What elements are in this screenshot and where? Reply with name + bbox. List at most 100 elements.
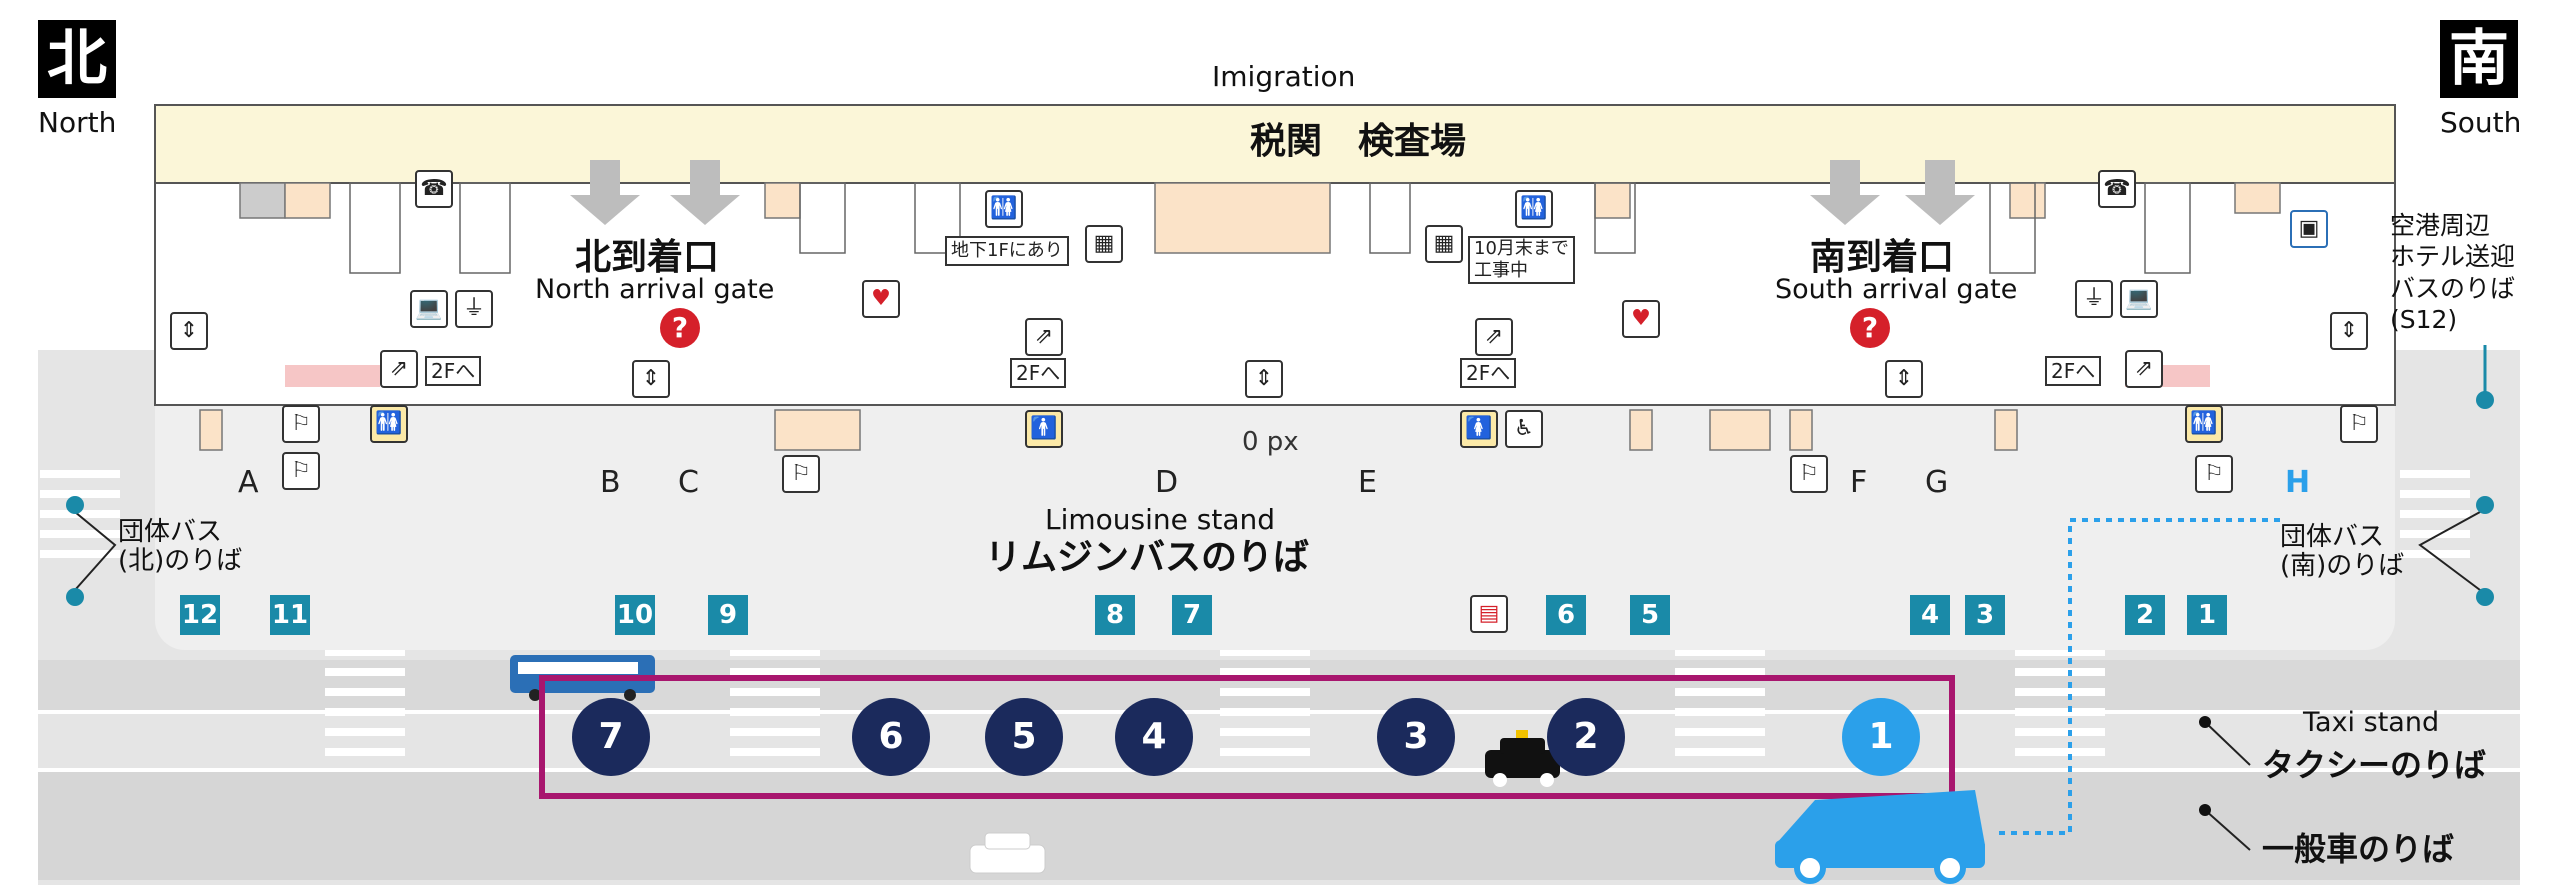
north-compass-glyph: 北: [38, 20, 116, 98]
north-arrival-gate-jp: 北到着口: [575, 237, 720, 278]
exit-b: B: [600, 465, 621, 500]
hotel-shuttle-label: 空港周辺 ホテル送迎 バスのりば (S12): [2390, 211, 2516, 334]
b1-restroom-note: 地下1Fにあり: [945, 236, 1069, 266]
bus-stop-12: 12: [180, 595, 220, 635]
escalator-icon: ⇗: [380, 350, 418, 388]
bus-stop-10: 10: [615, 595, 655, 635]
exit-f: F: [1850, 465, 1868, 500]
car-legend: 一般車のりば: [2262, 830, 2455, 868]
south-label: South: [2440, 106, 2522, 139]
exit-a: A: [238, 465, 259, 500]
bus-stop-1: 1: [2187, 595, 2227, 635]
smoking-icon: ⚐: [282, 405, 320, 443]
elevator-icon: ⇕: [2330, 312, 2368, 350]
to-2f-note: 2Fへ: [425, 356, 482, 386]
escalator-icon: ⇗: [2125, 350, 2163, 388]
escalator-icon: ⇗: [1475, 318, 1513, 356]
exit-e: E: [1358, 465, 1377, 500]
taxi-stand-3: 3: [1377, 698, 1455, 776]
immigration-label: Imigration: [1212, 60, 1356, 93]
plug-icon: ⏚: [2075, 280, 2113, 318]
north-label: North: [38, 106, 117, 139]
smoking-icon: ⚐: [782, 455, 820, 493]
group-bus-south-pointer: [2418, 511, 2481, 591]
car-legend-pointer: [2204, 809, 2251, 851]
bus-stop-11: 11: [270, 595, 310, 635]
car-icon: [969, 832, 1046, 874]
shuttle-van-icon: [1775, 790, 1985, 884]
aed-icon: ♥: [862, 280, 900, 318]
limousine-jp: リムジンバスのりば: [985, 537, 1310, 578]
bus-stop-3: 3: [1965, 595, 2005, 635]
locker-icon: ▦: [1425, 225, 1463, 263]
south-arrival-gate-jp: 南到着口: [1810, 237, 1955, 278]
legend-dot: [2199, 804, 2211, 816]
legend-dot: [2199, 716, 2211, 728]
phone-icon: ☎: [415, 170, 453, 208]
taxi-stand-4: 4: [1115, 698, 1193, 776]
restroom-icon: 🚻: [370, 405, 408, 443]
exit-g: G: [1925, 465, 1949, 500]
to-2f-note: 2Fへ: [2045, 356, 2102, 386]
stairs: [349, 182, 2191, 274]
restroom-icon: 🚹: [1025, 410, 1063, 448]
group-bus-south: 団体バス (南)のりば: [2280, 522, 2405, 581]
group-bus-north-pointer: [74, 511, 117, 591]
taxi-legend-pointer: [2204, 721, 2251, 766]
arrival-arrows: [570, 160, 1975, 225]
escalator-icon: ⇗: [1025, 318, 1063, 356]
bus-stop-7: 7: [1172, 595, 1212, 635]
pc-icon: 💻: [410, 290, 448, 328]
elevator-icon: ⇕: [1245, 360, 1283, 398]
road-lane-2: [38, 770, 2520, 880]
south-compass-glyph: 南: [2440, 20, 2518, 98]
to-2f-note: 2Fへ: [1460, 358, 1517, 388]
exit-h: H: [2285, 465, 2311, 500]
group-bus-north: 団体バス (北)のりば: [118, 517, 243, 576]
phone-icon: ☎: [2098, 170, 2136, 208]
taxi-car-icon: [1485, 730, 1560, 787]
bus-stop-8: 8: [1095, 595, 1135, 635]
bus-stop-9: 9: [708, 595, 748, 635]
bus-stop-2: 2: [2125, 595, 2165, 635]
info-icon: ?: [1850, 308, 1890, 348]
taxi-stand-frame: [539, 675, 1955, 799]
taxi-legend-en: Taxi stand: [2303, 707, 2440, 738]
exit-d: D: [1155, 465, 1179, 500]
building-shops: [199, 182, 2281, 451]
crosswalks: [40, 470, 2470, 756]
plug-icon: ⏚: [455, 290, 493, 328]
locker-icon: ▦: [1085, 225, 1123, 263]
south-arrival-gate-en: South arrival gate: [1775, 274, 2018, 305]
limousine-en: Limousine stand: [1045, 503, 1276, 536]
elevator-icon: ⇕: [1885, 360, 1923, 398]
pc-icon: 💻: [2120, 280, 2158, 318]
bus-stop-pins: [66, 391, 2494, 606]
restroom-icon: 🚻: [985, 190, 1023, 228]
taxi-stand-6: 6: [852, 698, 930, 776]
taxi-legend-jp: タクシーのりば: [2262, 746, 2487, 784]
bus-stop-4: 4: [1910, 595, 1950, 635]
smoking-icon: ⚐: [2340, 405, 2378, 443]
customs-label: 税関 検査場: [1250, 121, 1467, 162]
bus-stop-6: 6: [1546, 595, 1586, 635]
bus-icon: [510, 655, 655, 701]
north-arrival-gate-en: North arrival gate: [535, 274, 775, 305]
exit-c: C: [678, 465, 699, 500]
closed-note: 10月末まで 工事中: [1468, 236, 1575, 284]
smoking-icon: ⚐: [282, 452, 320, 490]
aed-icon: ♥: [1622, 300, 1660, 338]
restroom-icon: 🚻: [1515, 190, 1553, 228]
elevator-icon: ⇕: [632, 360, 670, 398]
taxi-stand-7: 7: [572, 698, 650, 776]
to-2f-note: 2Fへ: [1010, 358, 1067, 388]
atm-icon: ▣: [2290, 210, 2328, 248]
bus-stop-5: 5: [1630, 595, 1670, 635]
taxi-stand-1: 1: [1842, 698, 1920, 776]
road-lane-1: [38, 660, 2520, 712]
px-label: 0 px: [1242, 427, 1299, 457]
ticket-icon: ▤: [1470, 595, 1508, 633]
bus-platform: [155, 380, 2395, 650]
taxi-stand-2: 2: [1547, 698, 1625, 776]
